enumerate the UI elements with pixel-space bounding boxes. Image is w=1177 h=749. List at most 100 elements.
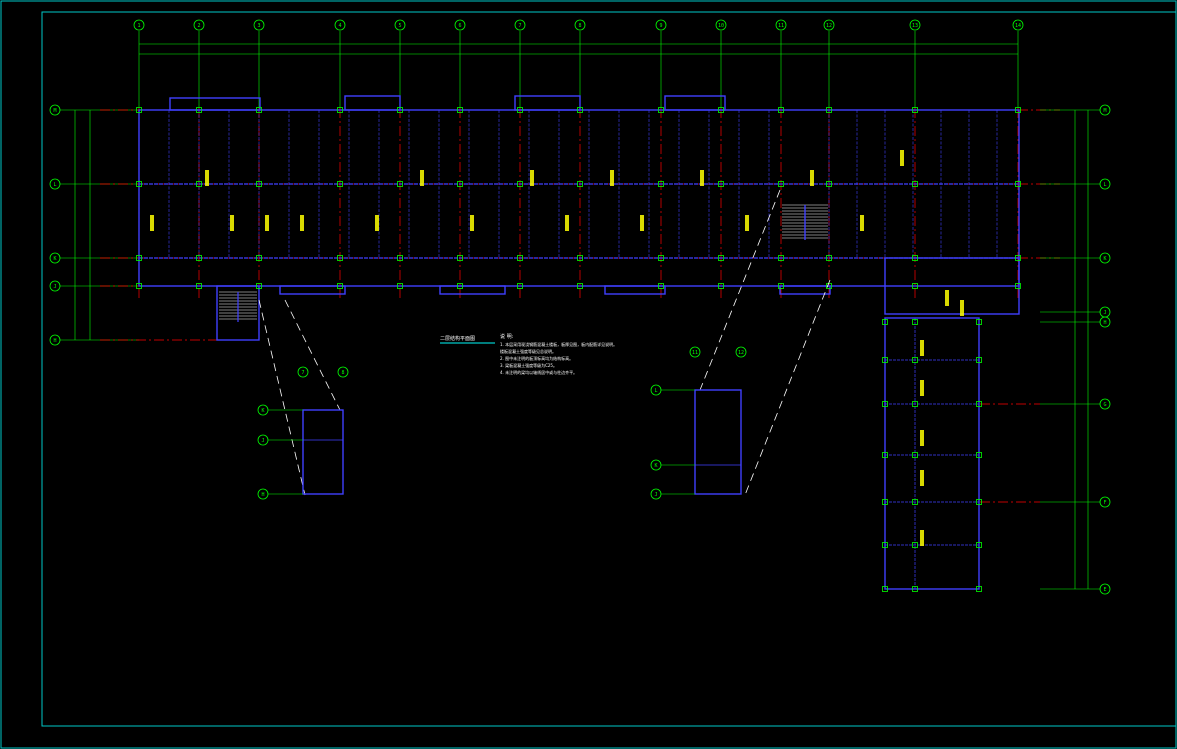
slab-annotation [860, 215, 864, 231]
column [256, 107, 262, 113]
axis-label: J [261, 438, 264, 444]
axis-label: 1 [137, 23, 140, 29]
slab-annotation [920, 470, 924, 486]
column [136, 283, 142, 289]
slab-annotation [960, 300, 964, 316]
column [976, 357, 982, 363]
canopy-outline [664, 95, 726, 111]
slab-annotation [265, 215, 269, 231]
column [1015, 255, 1021, 261]
column [1015, 181, 1021, 187]
axis-label: 7 [301, 370, 304, 376]
axis-bubble [133, 19, 145, 31]
column [658, 255, 664, 261]
axis-label: 13 [912, 23, 918, 29]
axis-bubble [655, 19, 667, 31]
column [976, 542, 982, 548]
axis-label: 4 [338, 23, 341, 29]
column [136, 181, 142, 187]
column [912, 107, 918, 113]
column [976, 586, 982, 592]
axis-bubble [297, 366, 309, 378]
axis-label: M [1103, 108, 1106, 114]
axis-label: 8 [578, 23, 581, 29]
axis-label: L [1103, 182, 1106, 188]
stair-bay-left [216, 285, 260, 341]
column [1015, 107, 1021, 113]
detail-right-outline [694, 389, 742, 495]
detail-left-outline [302, 409, 344, 495]
balcony-outline [779, 285, 831, 295]
column [457, 107, 463, 113]
column [882, 452, 888, 458]
projection-line [258, 299, 306, 496]
slab-annotation [565, 215, 569, 231]
slab-annotation [640, 215, 644, 231]
column [457, 181, 463, 187]
column [882, 499, 888, 505]
column [912, 542, 918, 548]
column [337, 283, 343, 289]
column [256, 255, 262, 261]
axis-label: 12 [826, 23, 832, 29]
canopy-outline [169, 97, 261, 111]
column [397, 255, 403, 261]
axis-bubble [715, 19, 727, 31]
axis-bubble [394, 19, 406, 31]
axis-label: 11 [778, 23, 784, 29]
column [976, 401, 982, 407]
column [718, 255, 724, 261]
column [912, 283, 918, 289]
column [976, 319, 982, 325]
note-line-4: 3. 梁板混凝土强度等级为C25。 [500, 362, 557, 368]
inner-frame [41, 11, 1177, 727]
axis-bubble [689, 346, 701, 358]
column [337, 181, 343, 187]
axis-label: 11 [692, 350, 698, 356]
slab-annotation [920, 530, 924, 546]
column [826, 107, 832, 113]
column [882, 542, 888, 548]
projection-line [744, 279, 831, 496]
axis-label: 12 [738, 350, 744, 356]
axis-label: L [654, 388, 657, 394]
slab-annotation [150, 215, 154, 231]
axis-label: J [654, 492, 657, 498]
axis-bubble [574, 19, 586, 31]
axis-label: H [261, 492, 264, 498]
axis-label: L [53, 182, 56, 188]
axis-label: E [1103, 587, 1106, 593]
column [337, 255, 343, 261]
axis-label: J [53, 284, 56, 290]
axis-bubble [514, 19, 526, 31]
column [517, 107, 523, 113]
axis-bubble [253, 19, 265, 31]
column [136, 107, 142, 113]
column [397, 107, 403, 113]
axis-bubble [454, 19, 466, 31]
note-line-5: 4. 未注明的梁均以轴线居中或与柱边齐平。 [500, 369, 577, 375]
axis-bubble [823, 19, 835, 31]
balcony-outline [279, 285, 346, 295]
column [457, 283, 463, 289]
axis-label: M [53, 108, 56, 114]
projection-line [284, 299, 341, 411]
column [517, 283, 523, 289]
axis-bubble [337, 366, 349, 378]
column [826, 181, 832, 187]
slab-annotation [375, 215, 379, 231]
projection-line [699, 189, 781, 391]
note-line-1: 1. 本层采用现浇钢筋混凝土楼板，板厚见图，板内配筋详见说明。 [500, 341, 617, 347]
axis-label: 8 [341, 370, 344, 376]
axis-label: J [1103, 310, 1106, 316]
balcony-outline [604, 285, 666, 295]
axis-label: 2 [197, 23, 200, 29]
column [337, 107, 343, 113]
column [517, 255, 523, 261]
slab-annotation [920, 380, 924, 396]
slab-annotation [700, 170, 704, 186]
axis-label: 10 [718, 23, 724, 29]
